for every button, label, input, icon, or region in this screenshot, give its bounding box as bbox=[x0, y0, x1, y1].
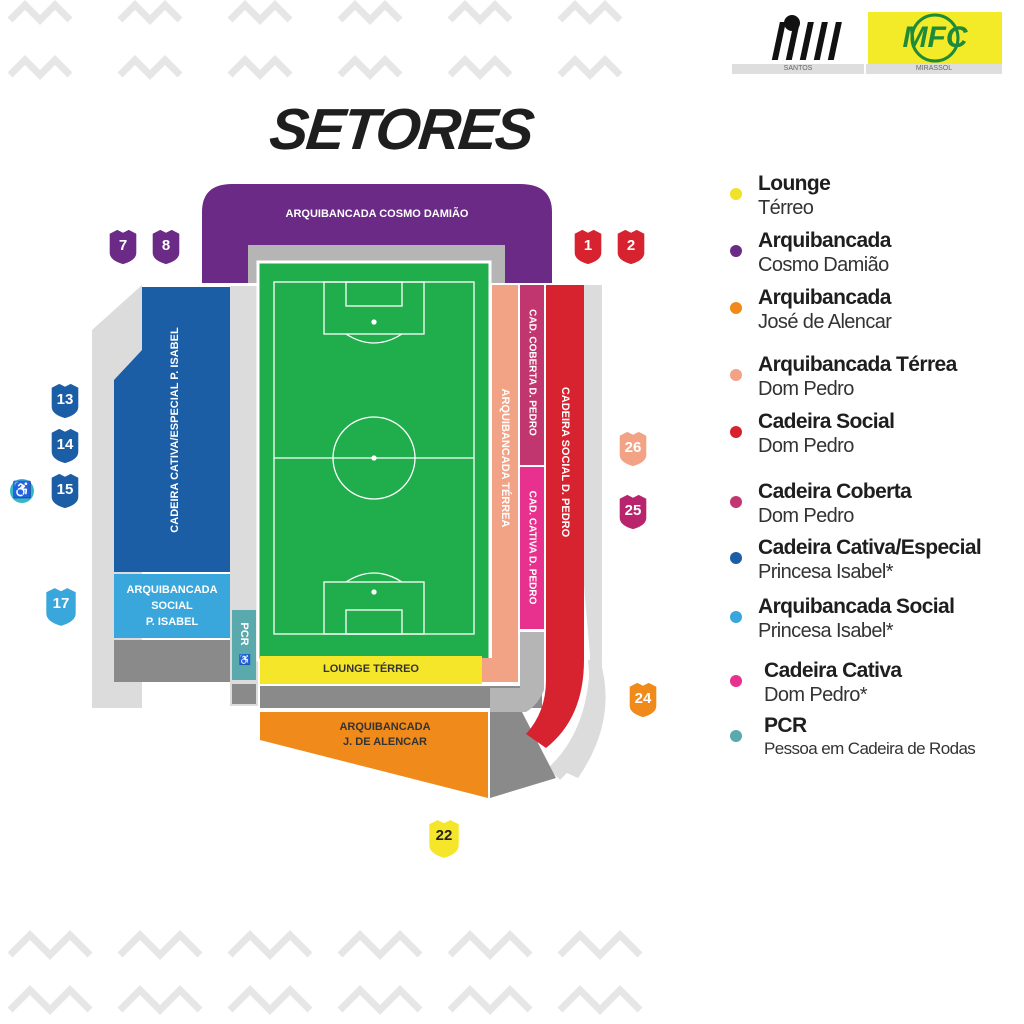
santos-caption: SANTOS bbox=[732, 64, 864, 74]
concourse-east bbox=[548, 285, 602, 780]
legend-swatch bbox=[730, 730, 742, 742]
legend-subtitle: Princesa Isabel* bbox=[758, 561, 894, 583]
label-cosmo-damiao: ARQUIBANCADA COSMO DAMIÃO bbox=[285, 208, 469, 220]
legend-title: Lounge bbox=[758, 172, 831, 195]
club-logos: SANTOS MFC MIRASSOL bbox=[732, 12, 1002, 74]
sector-social-pedro[interactable] bbox=[526, 285, 584, 748]
sector-pcr[interactable] bbox=[232, 610, 256, 680]
legend-title: Cadeira Coberta bbox=[758, 480, 912, 503]
gate-13-badge[interactable]: 13 bbox=[46, 382, 84, 420]
legend-title: Cadeira Social bbox=[758, 410, 895, 433]
south-gray-wedge bbox=[490, 712, 556, 798]
gate-8-badge[interactable]: 8 bbox=[147, 228, 185, 266]
legend-subtitle: Princesa Isabel* bbox=[758, 620, 894, 642]
label-social-isabel-3: P. ISABEL bbox=[145, 616, 199, 628]
legend-title: PCR bbox=[764, 714, 807, 737]
gate-15-label: 15 bbox=[56, 481, 74, 498]
gate-2-label: 2 bbox=[626, 237, 636, 254]
gate-13-label: 13 bbox=[56, 391, 74, 408]
gate-15-badge[interactable]: 15 bbox=[46, 472, 84, 510]
legend-swatch bbox=[730, 369, 742, 381]
gate-24-badge[interactable]: 24 bbox=[624, 681, 662, 719]
gate-22-badge[interactable]: 22 bbox=[423, 818, 465, 860]
label-social-pedro: CADEIRA SOCIAL D. PEDRO bbox=[559, 386, 571, 538]
gate-26-label: 26 bbox=[624, 439, 642, 456]
legend-title: Arquibancada Social bbox=[758, 595, 955, 618]
sector-cativa-especial[interactable] bbox=[114, 287, 230, 572]
gate-2-badge[interactable]: 2 bbox=[612, 228, 650, 266]
concourse-east-curve bbox=[560, 660, 606, 778]
gate-22-label: 22 bbox=[435, 827, 453, 844]
label-social-isabel-1: ARQUIBANCADA bbox=[126, 584, 218, 596]
west-gray-small bbox=[232, 684, 256, 704]
gate-25-badge[interactable]: 25 bbox=[614, 493, 652, 531]
gate-14-label: 14 bbox=[56, 436, 74, 453]
legend-title: Arquibancada bbox=[758, 286, 891, 309]
gate-24-label: 24 bbox=[634, 690, 652, 707]
wheelchair-access-icon: ♿ bbox=[10, 479, 34, 503]
sector-social-isabel[interactable] bbox=[114, 574, 230, 638]
legend-subtitle: José de Alencar bbox=[758, 311, 892, 333]
legend-swatch bbox=[730, 302, 742, 314]
gate-8-label: 8 bbox=[161, 237, 171, 254]
legend-swatch bbox=[730, 426, 742, 438]
sector-terrea[interactable] bbox=[482, 285, 518, 682]
legend-swatch bbox=[730, 675, 742, 687]
sector-cativa-pedro[interactable] bbox=[520, 467, 544, 629]
legend-swatch bbox=[730, 552, 742, 564]
gate-26-badge[interactable]: 26 bbox=[614, 430, 652, 468]
legend-subtitle: Dom Pedro bbox=[758, 435, 854, 457]
legend-subtitle: Pessoa em Cadeira de Rodas bbox=[764, 739, 976, 758]
legend-subtitle: Cosmo Damião bbox=[758, 254, 889, 276]
label-cativa-pedro: CAD. CATIVA D. PEDRO bbox=[526, 490, 538, 605]
gate-7-badge[interactable]: 7 bbox=[104, 228, 142, 266]
sector-cosmo-damiao[interactable] bbox=[202, 184, 552, 283]
label-alencar-2: J. DE ALENCAR bbox=[343, 736, 427, 748]
pcr-wheelchair-icon: ♿ bbox=[238, 655, 252, 666]
gate-17-label: 17 bbox=[52, 595, 70, 612]
label-alencar-1: ARQUIBANCADA bbox=[339, 721, 431, 733]
legend-title: Arquibancada Térrea bbox=[758, 353, 957, 376]
label-social-isabel-2: SOCIAL bbox=[151, 600, 193, 612]
legend-subtitle: Dom Pedro bbox=[758, 505, 854, 527]
label-terrea: ARQUIBANCADA TÉRREA bbox=[499, 388, 511, 528]
legend-subtitle: Dom Pedro* bbox=[764, 684, 868, 706]
legend-title: Cadeira Cativa bbox=[764, 659, 902, 682]
gate-1-badge[interactable]: 1 bbox=[569, 228, 607, 266]
east-gray-corner bbox=[490, 632, 544, 712]
mirassol-caption: MIRASSOL bbox=[866, 64, 1002, 74]
legend-subtitle: Dom Pedro bbox=[758, 378, 854, 400]
label-cativa-especial: CADEIRA CATIVA/ESPECIAL P. ISABEL bbox=[169, 327, 181, 533]
gate-1-label: 1 bbox=[583, 237, 593, 254]
legend-swatch bbox=[730, 245, 742, 257]
gate-14-badge[interactable]: 14 bbox=[46, 427, 84, 465]
label-pcr: PCR bbox=[238, 622, 250, 646]
sector-jose-alencar[interactable] bbox=[260, 712, 488, 798]
legend-swatch bbox=[730, 188, 742, 200]
sector-coberta[interactable] bbox=[520, 285, 544, 465]
gate-7-label: 7 bbox=[118, 237, 128, 254]
mirassol-lettering: MFC bbox=[902, 21, 968, 54]
gate-17-badge[interactable]: 17 bbox=[40, 586, 82, 628]
south-gray-band bbox=[260, 686, 542, 708]
label-coberta: CAD. COBERTA D. PEDRO bbox=[526, 309, 538, 436]
legend-title: Arquibancada bbox=[758, 229, 891, 252]
mirassol-logo: MFC bbox=[868, 12, 1002, 64]
legend-subtitle: Térreo bbox=[758, 197, 814, 219]
legend-swatch bbox=[730, 611, 742, 623]
legend-swatch bbox=[730, 496, 742, 508]
gate-25-label: 25 bbox=[624, 502, 642, 519]
pitch-lines bbox=[273, 281, 475, 635]
sector-lounge[interactable] bbox=[260, 656, 482, 684]
label-lounge: LOUNGE TÉRREO bbox=[323, 663, 419, 675]
santos-logo bbox=[754, 12, 850, 64]
west-gray-block bbox=[114, 640, 230, 682]
legend-title: Cadeira Cativa/Especial bbox=[758, 536, 982, 559]
